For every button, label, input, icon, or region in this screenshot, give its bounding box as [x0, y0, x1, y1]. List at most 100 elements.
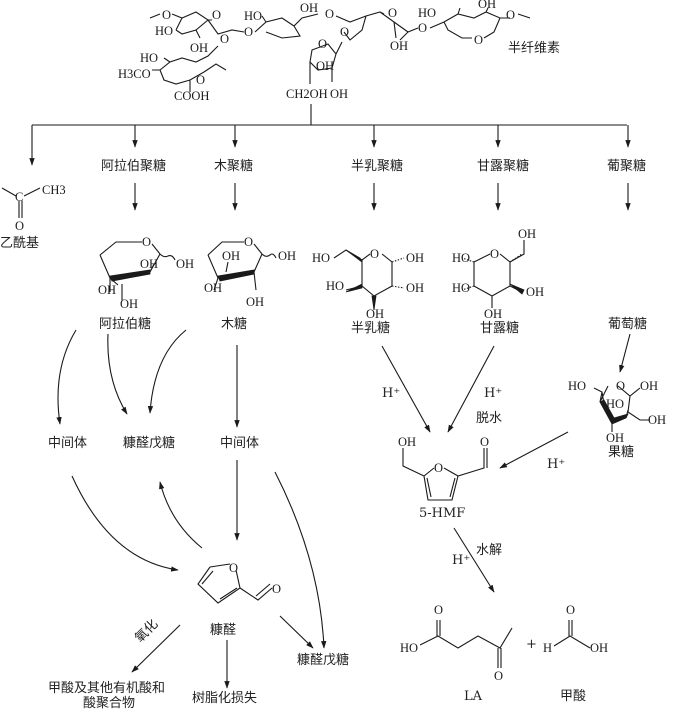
- furfural-pentose-label-2: 糠醛戊糖: [297, 653, 350, 668]
- xylose-intermediate-label: 中间体: [220, 436, 260, 451]
- mannose-structure: O OH HO HO OH OH: [452, 227, 544, 321]
- svg-text:OH: OH: [478, 0, 496, 11]
- mannan-label: 甘露聚糖: [477, 159, 530, 174]
- svg-text:OH: OH: [484, 307, 502, 321]
- svg-text:O: O: [388, 6, 397, 20]
- svg-text:HO: HO: [452, 251, 470, 265]
- fructose-label: 果糖: [608, 445, 635, 460]
- arabinofuranose-ring: O OH CH2OH OH: [286, 37, 348, 101]
- svg-text:OH: OH: [330, 87, 348, 101]
- svg-text:OH: OH: [222, 249, 240, 263]
- hmf-label: 5-HMF: [419, 506, 466, 521]
- glucose-label: 葡萄糖: [608, 317, 648, 332]
- svg-text:O: O: [340, 25, 349, 39]
- arabinose-structure: O OH OH OH OH: [98, 235, 194, 311]
- h-plus-label-1: H⁺: [382, 386, 401, 401]
- svg-text:O: O: [212, 8, 221, 22]
- svg-text:HO: HO: [400, 641, 418, 655]
- svg-text:OH: OH: [606, 431, 624, 445]
- hydrolysis-label: 水解: [476, 543, 503, 558]
- acetyl-structure: C CH3 O: [1, 183, 66, 233]
- svg-text:OH: OH: [406, 281, 424, 295]
- svg-text:HO: HO: [606, 397, 624, 411]
- svg-text:OH: OH: [518, 227, 536, 241]
- svg-text:O: O: [480, 435, 489, 449]
- svg-text:O: O: [506, 8, 515, 22]
- svg-text:HO: HO: [312, 251, 330, 265]
- svg-text:OH: OH: [390, 39, 408, 53]
- svg-text:O: O: [244, 25, 253, 39]
- hmf-structure: OH O O: [381, 345, 569, 501]
- svg-text:OH: OH: [398, 435, 416, 449]
- svg-text:OH: OH: [316, 59, 334, 73]
- resin-loss-label: 树脂化损失: [192, 691, 258, 706]
- svg-text:HO: HO: [140, 51, 158, 65]
- xylose-structure: O OH OH OH OH: [204, 235, 296, 309]
- mannose-label: 甘露糖: [480, 321, 520, 336]
- svg-text:OH: OH: [278, 249, 296, 263]
- organic-acids-label-line-1: 甲酸及其他有机酸和: [48, 681, 166, 696]
- svg-text:OH: OH: [176, 257, 194, 271]
- glucuronic-acid-ring: HO OH O H3CO COOH: [118, 41, 227, 103]
- svg-text:HO: HO: [155, 24, 173, 38]
- h-plus-label-3: H⁺: [547, 457, 566, 472]
- organic-acids-label-line-2: 酸聚合物: [83, 696, 136, 711]
- svg-text:O: O: [318, 37, 327, 51]
- svg-text:HO: HO: [452, 281, 470, 295]
- la-label: LA: [464, 689, 483, 704]
- xylose-label: 木糖: [221, 317, 248, 332]
- galactose-structure: HO O OH HO OH OH: [312, 247, 424, 321]
- h-plus-label-4: H⁺: [452, 553, 471, 568]
- svg-text:O: O: [325, 7, 334, 21]
- formic-acid-structure: H O OH: [543, 603, 608, 655]
- svg-text:O: O: [494, 669, 503, 683]
- svg-text:CH3: CH3: [42, 183, 66, 197]
- svg-text:O: O: [272, 582, 281, 596]
- svg-text:O: O: [418, 21, 427, 35]
- xylose-ring-3: O O OH O: [335, 6, 427, 53]
- h-plus-label-2: H⁺: [484, 386, 503, 401]
- formic-acid-label: 甲酸: [560, 689, 587, 704]
- arabinan-label: 阿拉伯聚糖: [101, 159, 167, 174]
- svg-text:O: O: [244, 235, 253, 249]
- svg-text:OH: OH: [140, 257, 158, 271]
- svg-text:OH: OH: [98, 283, 116, 297]
- arabinose-label: 阿拉伯糖: [99, 317, 152, 332]
- svg-text:HO: HO: [568, 379, 586, 393]
- svg-text:O: O: [474, 33, 483, 47]
- branch-tree: [29, 104, 631, 211]
- svg-text:O: O: [434, 461, 443, 475]
- svg-text:OH: OH: [300, 1, 318, 15]
- svg-text:H: H: [543, 641, 552, 655]
- svg-text:O: O: [434, 603, 443, 617]
- svg-text:O: O: [15, 219, 24, 233]
- galactose-label: 半乳糖: [351, 321, 391, 336]
- svg-text:O: O: [229, 561, 238, 575]
- hemicellulose-label: 半纤维素: [508, 41, 561, 56]
- svg-text:OH: OH: [406, 251, 424, 265]
- svg-text:O: O: [142, 235, 151, 249]
- dehydration-label: 脱水: [476, 411, 503, 426]
- svg-text:O: O: [196, 73, 205, 87]
- svg-text:OH: OH: [640, 379, 658, 393]
- svg-text:OH: OH: [590, 641, 608, 655]
- svg-text:HO: HO: [244, 9, 262, 23]
- furfural-structure: O O: [197, 561, 281, 604]
- svg-text:HO: HO: [326, 279, 344, 293]
- xylose-ring-4: HO OH O O: [418, 0, 531, 47]
- svg-text:C: C: [15, 190, 23, 204]
- svg-text:H3CO: H3CO: [118, 67, 151, 81]
- galactan-label: 半乳聚糖: [351, 159, 404, 174]
- svg-text:O: O: [370, 247, 379, 261]
- svg-text:O: O: [220, 32, 229, 46]
- glucan-label: 葡聚糖: [607, 159, 647, 174]
- svg-text:OH: OH: [204, 281, 222, 295]
- furfural-label: 糠醛: [210, 623, 237, 638]
- svg-text:OH: OH: [366, 307, 384, 321]
- svg-text:O: O: [566, 603, 575, 617]
- svg-text:OH: OH: [246, 295, 264, 309]
- acetyl-label: 乙酰基: [0, 236, 40, 251]
- xylose-ring-2: HO OH O: [244, 1, 334, 39]
- svg-text:OH: OH: [648, 413, 666, 427]
